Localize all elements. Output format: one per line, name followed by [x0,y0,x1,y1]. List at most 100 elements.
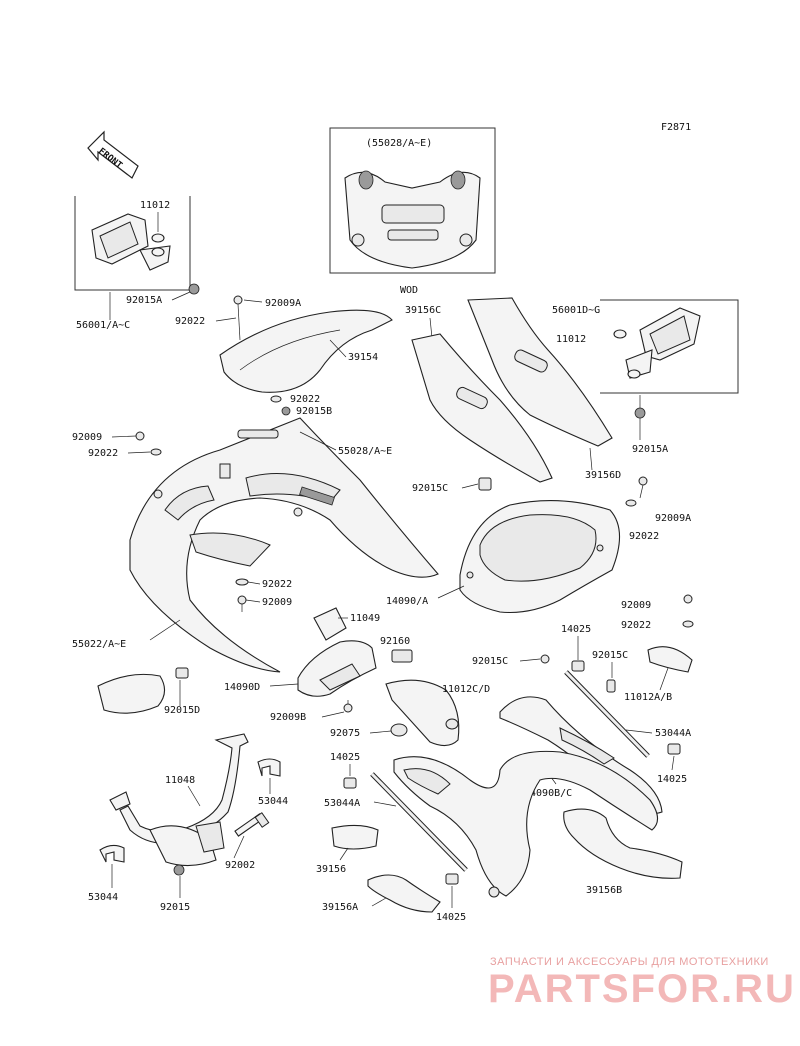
label-11048: 11048 [165,775,195,786]
washer-92022-mid [270,395,282,403]
clip-53044-top [257,758,281,777]
label-92022-center: 92022 [262,579,292,590]
nut-92015b [281,406,291,416]
label-92015b: 92015B [296,406,332,417]
label-56001-ac: 56001/A~C [76,320,130,331]
label-92160: 92160 [380,636,410,647]
label-92015c-mid: 92015C [472,656,508,667]
pad-39156 [331,824,379,850]
label-92022-mid: 92022 [290,394,320,405]
screw-92009a-top [233,295,243,305]
grommet-92015c-right [606,679,616,693]
label-55022-ae: 55022/A~E [72,639,126,650]
label-11012-right: 11012 [556,334,586,345]
screw-92009-center [237,595,247,605]
grommet-92015c-mid [540,654,550,664]
label-wod: WOD [400,285,418,296]
bracket-11049 [313,607,347,641]
label-92015c-top: 92015C [412,483,448,494]
label-92009a-right: 92009A [655,513,691,524]
label-11012ab: 11012A/B [624,692,672,703]
label-92015: 92015 [160,902,190,913]
label-55028-ae-paren: (55028/A~E) [366,138,432,149]
figure-code: F2871 [661,122,691,133]
panel-39156c [411,333,553,483]
stay-11048 [109,733,249,867]
screw-92009a-right [638,476,648,486]
label-14025-bottom: 14025 [436,912,466,923]
label-92009b: 92009B [270,712,306,723]
left-mirror-frame [74,196,191,291]
pad-39156b [563,808,683,879]
bolt-92002 [234,812,270,837]
nut-92015a-right [634,407,646,419]
lower-cowl [393,750,659,898]
screw-92009-right2 [683,594,693,604]
screw-92009-left [135,431,145,441]
grommet-92075 [390,723,408,737]
label-92015a-right: 92015A [632,444,668,455]
cover-14090d [297,640,377,697]
label-53044a-left: 53044A [324,798,360,809]
label-55028-ae: 55028/A~E [338,446,392,457]
inner-panel-39154 [219,309,393,393]
label-92009-right2: 92009 [621,600,651,611]
label-11012cd: 11012C/D [442,684,490,695]
upper-cowl-front-view [344,170,481,269]
label-14025-left: 14025 [330,752,360,763]
watermark-brand: PARTSFOR.RU [488,967,796,1011]
label-39154: 39154 [348,352,378,363]
label-92015c-right: 92015C [592,650,628,661]
label-39156d: 39156D [585,470,621,481]
clip-14025-right [667,743,681,755]
upper-cowl-55028 [129,417,439,673]
label-14090a: 14090/A [386,596,428,607]
screw-92009b [343,703,353,713]
label-14090d: 14090D [224,682,260,693]
label-39156: 39156 [316,864,346,875]
front-arrow-icon: FRONT [87,130,139,179]
left-mirror [91,213,171,271]
label-92009-center: 92009 [262,597,292,608]
label-92009a-top: 92009A [265,298,301,309]
label-11049: 11049 [350,613,380,624]
label-92075: 92075 [330,728,360,739]
label-92009-left: 92009 [72,432,102,443]
clip-53044-bottom [99,844,125,863]
label-56001d-g: 56001D~G [552,305,600,316]
watermark: ЗАПЧАСТИ И АКСЕССУАРЫ ДЛЯ МОТОТЕХНИКИ PA… [488,956,796,1011]
label-92022-left: 92022 [88,448,118,459]
right-mirror [613,307,701,379]
label-14090bc: 14090B/C [524,788,572,799]
label-92022-top: 92022 [175,316,205,327]
label-92022-right: 92022 [629,531,659,542]
bracket-92015d [97,667,189,714]
cover-11012ab [647,646,693,673]
grommet-92015c-top [478,477,492,491]
label-53044-top: 53044 [258,796,288,807]
label-39156c: 39156C [405,305,441,316]
meter-panel-14090a [459,500,621,614]
label-53044a-right: 53044A [655,728,691,739]
panel-39156d [467,297,613,447]
label-92022-right2: 92022 [621,620,651,631]
watermark-tagline: ЗАПЧАСТИ И АКСЕССУАРЫ ДЛЯ МОТОТЕХНИКИ [490,956,769,968]
label-39156a: 39156A [322,902,358,913]
pad-92160 [391,649,413,663]
label-14025-right: 14025 [657,774,687,785]
washer-92022-center [235,578,249,586]
inner-cover-11012cd [385,679,460,747]
pad-39156a [367,874,441,913]
label-92002: 92002 [225,860,255,871]
label-39156b: 39156B [586,885,622,896]
label-14025-top: 14025 [561,624,591,635]
screen-variant-frame [329,127,496,274]
nut-92015 [173,864,185,876]
label-11012-left: 11012 [140,200,170,211]
clip-14025-left [343,777,357,789]
washer-92022-left [150,448,162,456]
label-92015a-left: 92015A [126,295,162,306]
clip-14025-bottom [445,873,459,885]
nut-92015a-left [188,283,200,295]
